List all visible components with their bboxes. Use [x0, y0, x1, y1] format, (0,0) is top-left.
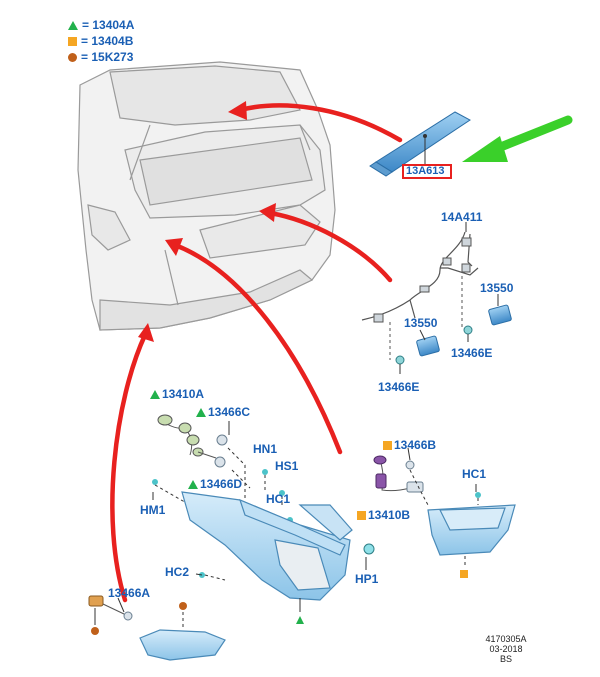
- license-lamp-left: [416, 335, 440, 357]
- triangle-icon: [188, 480, 198, 490]
- reflector-right: [427, 504, 516, 556]
- leader-lines: [117, 222, 499, 613]
- label-hs1: HS1: [275, 459, 299, 473]
- socket-a: [88, 595, 104, 607]
- circle-icon: [68, 52, 77, 62]
- label-socket-right: 13466E: [451, 346, 493, 360]
- footer-initials: BS: [499, 654, 512, 664]
- lamp-b-wiring: [379, 459, 411, 492]
- reflector-left-marker: [179, 602, 187, 610]
- bulb-sockets-left: [214, 434, 228, 468]
- vehicle-outline: [77, 61, 336, 331]
- square-icon: [357, 511, 366, 521]
- legend-row-triangle: = 13404A: [68, 18, 134, 32]
- label-lamp-left: 13550: [404, 316, 438, 330]
- triangle-icon: [150, 390, 160, 400]
- label-bulb-d-text: 13466D: [200, 477, 243, 491]
- green-arrow-head: [462, 136, 508, 162]
- reflector-fastener-marker: [460, 570, 468, 578]
- tail-lamp-assembly: [181, 491, 353, 601]
- label-socket-a: 13466A: [108, 586, 151, 600]
- reflector-left: [139, 629, 226, 661]
- hp1-connector: [363, 543, 375, 555]
- lamp-b-socket: [373, 455, 387, 489]
- label-socket-b-text: 13466B: [394, 438, 437, 452]
- footer-block: 4170305A 03-2018 BS: [476, 634, 536, 664]
- tail-lamp-harness: [157, 414, 217, 459]
- legend-text: = 13404A: [82, 18, 135, 32]
- brake-light-label-box: [402, 164, 452, 179]
- legend-row-circle: = 15K273: [68, 50, 133, 64]
- label-socket-b: 13466B: [383, 438, 436, 452]
- lamp-b-plug: [406, 481, 424, 493]
- red-arrows: [110, 103, 403, 603]
- label-bulb-socket-c: 13466C: [196, 405, 250, 419]
- license-lamp-right: [488, 304, 512, 326]
- red-arrow-heads: [138, 101, 276, 342]
- label-lamp-right: 13550: [480, 281, 514, 295]
- legend-row-square: = 13404B: [68, 34, 133, 48]
- label-tail-lamp-text: 13410A: [162, 387, 205, 401]
- label-hn1: HN1: [253, 442, 278, 456]
- small-sockets: [395, 325, 473, 365]
- legend-text: = 15K273: [81, 50, 134, 64]
- label-lamp-b: 13410B: [357, 508, 410, 522]
- label-hc1-main: HC1: [266, 492, 291, 506]
- triangle-icon: [68, 20, 78, 30]
- socket-a-marker: [91, 627, 99, 635]
- triangle-icon: [196, 408, 206, 418]
- wiring-harness: [361, 231, 479, 321]
- tail-lamp-fastener-marker: [296, 616, 304, 624]
- label-bulb-d: 13466D: [188, 477, 242, 491]
- square-icon: [383, 441, 392, 451]
- label-hm1: HM1: [140, 503, 166, 517]
- label-lamp-b-text: 13410B: [368, 508, 411, 522]
- footer-code: 4170305A: [485, 634, 527, 644]
- label-socket-left: 13466E: [378, 380, 420, 394]
- label-hc1-right: HC1: [462, 467, 487, 481]
- brake-light-part: [369, 111, 471, 177]
- label-tail-lamp: 13410A: [150, 387, 204, 401]
- harness-connectors: [373, 237, 472, 323]
- label-brake-light: 13A613: [406, 165, 445, 177]
- footer-date: 03-2018: [489, 644, 523, 654]
- label-harness: 14A411: [441, 210, 483, 224]
- label-hp1: HP1: [355, 572, 379, 586]
- label-bulb-socket-c-text: 13466C: [208, 405, 251, 419]
- label-hc2: HC2: [165, 565, 190, 579]
- legend-text: = 13404B: [81, 34, 134, 48]
- square-icon: [68, 36, 77, 46]
